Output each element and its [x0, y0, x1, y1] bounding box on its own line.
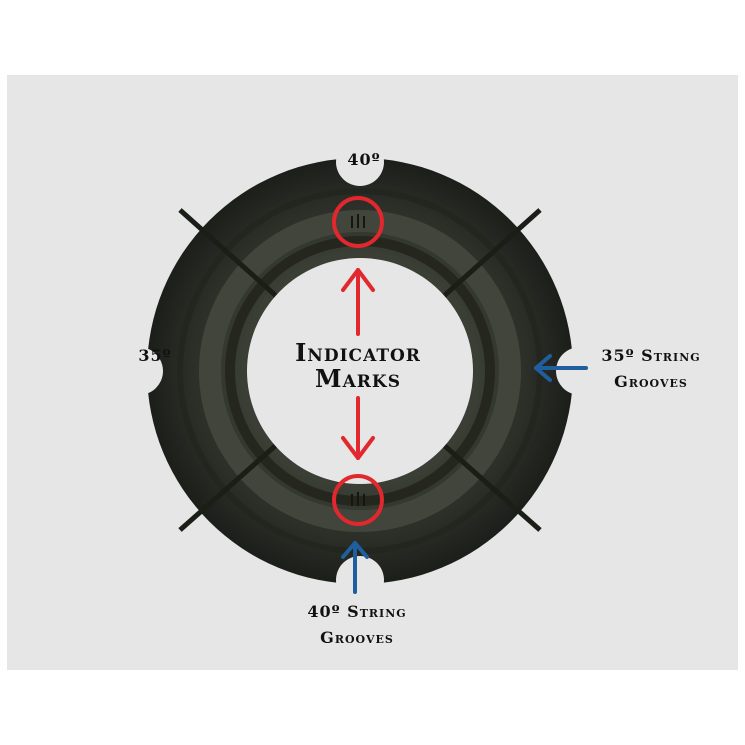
indicator-mark-glyphs — [351, 214, 365, 506]
bottom-groove-label-line1: 40º String — [307, 602, 406, 621]
right-groove-arrow — [534, 354, 588, 382]
bottom-groove-label-line2: Grooves — [320, 628, 394, 647]
right-groove-label-line2: Grooves — [614, 372, 688, 391]
bottom-groove-arrow — [341, 541, 369, 594]
indicator-label-line1: Indicator — [295, 338, 421, 367]
indicator-up-arrow — [341, 268, 375, 336]
indicator-down-arrow — [341, 396, 375, 460]
right-groove-label-line1: 35º String — [601, 346, 700, 365]
bottom-indicator-circle — [332, 474, 384, 526]
top-angle-label: 40º — [347, 150, 380, 169]
left-angle-label: 35º — [138, 346, 171, 365]
indicator-label-line2: Marks — [315, 364, 401, 393]
top-indicator-circle — [332, 196, 384, 248]
